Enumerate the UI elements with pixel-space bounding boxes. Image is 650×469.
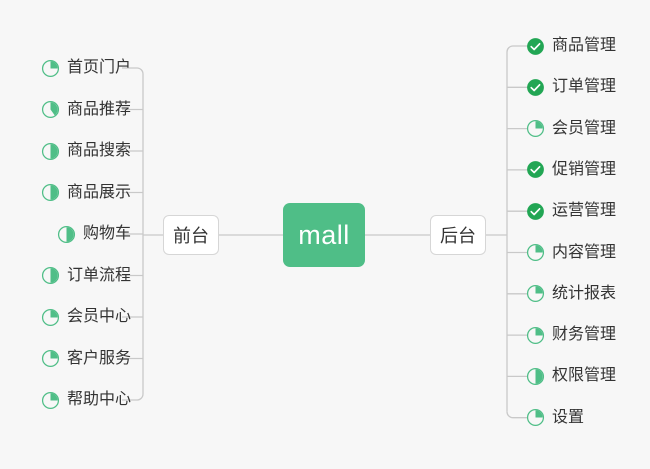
leaf-item[interactable]: 订单管理 (526, 75, 616, 99)
leaf-item-label: 购物车 (82, 225, 131, 242)
branch-node-label: 前台 (173, 226, 209, 246)
pie-progress-icon (41, 266, 60, 285)
root-node-label: mall (298, 219, 350, 250)
leaf-item-label: 订单流程 (66, 266, 131, 284)
branch-node-backend[interactable]: 后台 (430, 215, 486, 255)
leaf-item-label: 权限管理 (552, 367, 617, 385)
pie-progress-icon (41, 142, 60, 160)
leaf-item-label: 商品展示 (66, 183, 131, 201)
pie-progress-icon (41, 308, 60, 326)
leaf-item[interactable]: 统计报表 (526, 282, 616, 306)
pie-progress-icon (526, 367, 545, 385)
leaf-item[interactable]: 运营管理 (526, 199, 616, 223)
leaf-item[interactable]: 商品展示 (41, 181, 131, 205)
leaf-item[interactable]: 设置 (526, 406, 584, 430)
branch-node-label: 后台 (440, 226, 476, 246)
leaf-item-label: 会员管理 (552, 119, 617, 137)
pie-progress-icon (41, 349, 60, 368)
leaf-item[interactable]: 内容管理 (526, 241, 616, 265)
leaf-item-label: 帮助中心 (66, 391, 131, 408)
leaf-item-label: 促销管理 (552, 160, 617, 178)
leaf-item[interactable]: 权限管理 (526, 364, 616, 388)
leaf-item[interactable]: 财务管理 (526, 323, 616, 347)
leaf-item[interactable]: 会员中心 (41, 305, 131, 329)
root-node-mall[interactable]: mall (283, 203, 365, 267)
leaf-item-label: 商品推荐 (66, 100, 131, 118)
leaf-item-label: 运营管理 (552, 202, 617, 220)
leaf-item[interactable]: 客户服务 (41, 347, 131, 371)
leaf-item[interactable]: 商品推荐 (41, 98, 131, 122)
pie-progress-icon (57, 225, 76, 243)
check-circle-icon (527, 37, 544, 55)
leaf-item-label: 订单管理 (552, 78, 617, 96)
leaf-item-label: 首页门户 (66, 59, 131, 76)
leaf-item[interactable]: 促销管理 (526, 158, 616, 182)
leaf-item[interactable]: 商品管理 (526, 34, 616, 58)
branch-node-frontend[interactable]: 前台 (163, 215, 219, 255)
pie-progress-icon (41, 391, 60, 409)
pie-progress-icon (526, 120, 545, 138)
pie-progress-icon (41, 183, 60, 202)
leaf-item-label: 会员中心 (66, 308, 131, 325)
leaf-item-label: 财务管理 (552, 326, 617, 344)
check-circle-icon (527, 161, 544, 179)
leaf-item[interactable]: 商品搜索 (41, 139, 131, 163)
leaf-item-label: 商品管理 (552, 37, 617, 54)
leaf-item[interactable]: 帮助中心 (41, 388, 131, 412)
leaf-item-label: 统计报表 (552, 284, 617, 302)
pie-progress-icon (526, 409, 545, 427)
leaf-item-label: 设置 (552, 408, 585, 426)
leaf-item-label: 内容管理 (552, 243, 617, 261)
pie-progress-icon (526, 326, 545, 344)
check-circle-icon (527, 202, 544, 220)
leaf-item[interactable]: 首页门户 (41, 56, 131, 80)
leaf-item-label: 商品搜索 (66, 142, 131, 159)
pie-progress-icon (526, 285, 545, 303)
pie-progress-icon (41, 59, 60, 77)
leaf-item[interactable]: 会员管理 (526, 117, 616, 141)
leaf-item-label: 客户服务 (66, 349, 131, 367)
pie-progress-icon (41, 100, 60, 119)
leaf-item[interactable]: 购物车 (57, 222, 131, 246)
pie-progress-icon (526, 243, 545, 262)
connector-line (506, 411, 528, 419)
check-circle-icon (527, 78, 544, 96)
leaf-item[interactable]: 订单流程 (41, 264, 131, 288)
connector-line (506, 45, 528, 53)
